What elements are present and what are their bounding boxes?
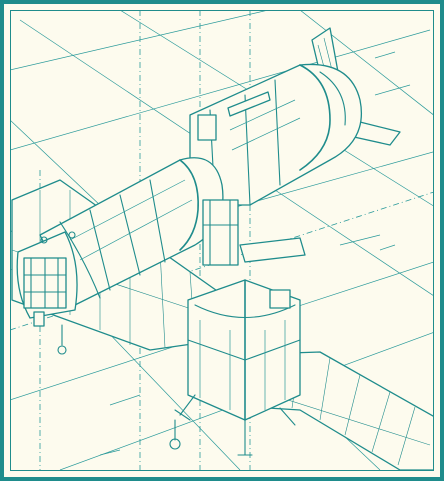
service-module — [187, 279, 301, 421]
docking-tunnel — [16, 231, 78, 355]
annotation-marks — [99, 51, 411, 456]
connector-tower — [202, 199, 306, 266]
airlock — [169, 394, 296, 456]
habitation-cylinder — [189, 63, 362, 206]
drawing-inner-border — [10, 10, 434, 471]
